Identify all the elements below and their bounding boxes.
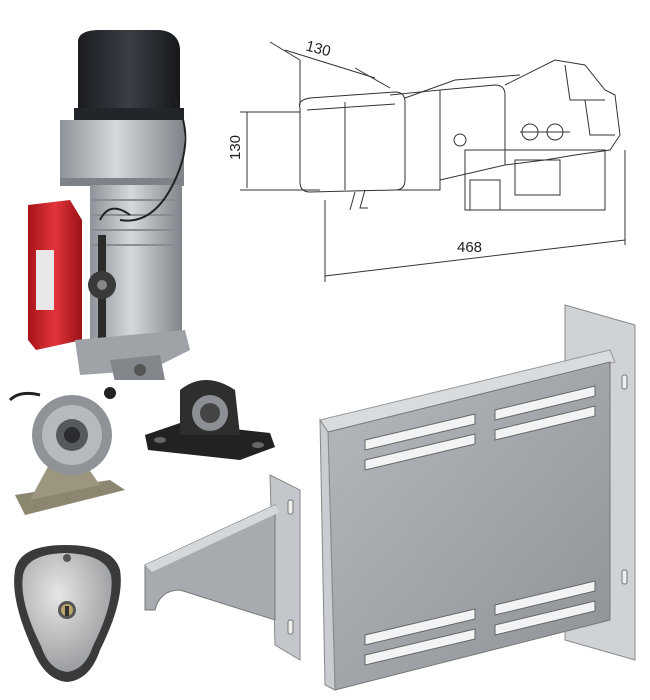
dimension-drawing: 130 130 468: [225, 40, 635, 290]
depth-dimension-line: [284, 49, 376, 79]
key-switch-image: [5, 540, 130, 690]
length-dimension-line: [324, 239, 626, 277]
small-mounting-bracket-image: [140, 470, 315, 665]
height-dimension-label: 130: [227, 135, 244, 160]
depth-dimension-label: 130: [304, 40, 332, 60]
wall-mounting-plate-image: [310, 300, 650, 695]
release-flange-image: [0, 375, 130, 525]
length-dimension-label: 468: [457, 239, 482, 256]
pillow-block-bearing-image: [140, 375, 280, 470]
gear-motor-image: [0, 20, 200, 380]
